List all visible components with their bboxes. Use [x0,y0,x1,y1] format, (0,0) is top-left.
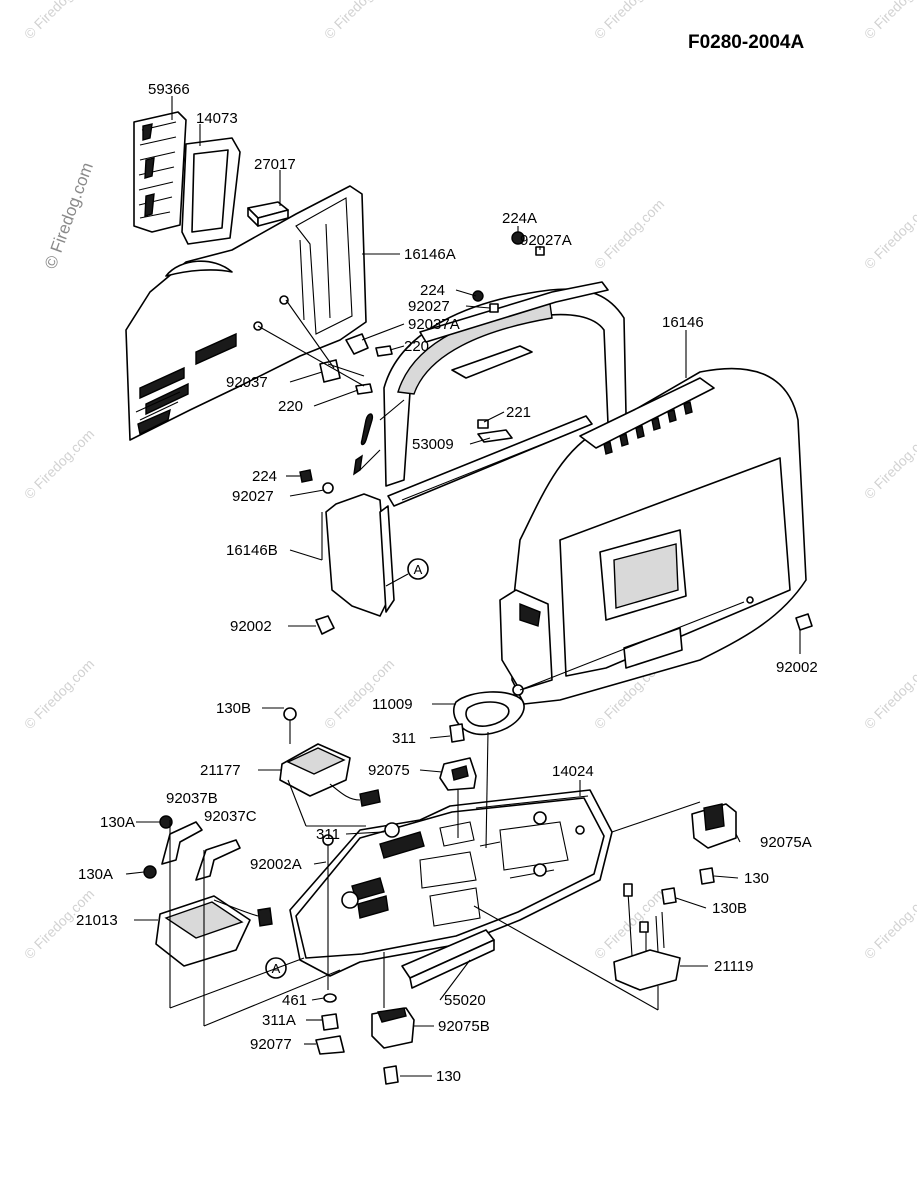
callout-a-upper: A [385,558,429,587]
watermark: © Firedog.com [591,196,667,272]
part-label-92075: 92075 [368,762,410,779]
watermark: © Firedog.com [861,886,917,962]
part-label-21177: 21177 [200,762,241,779]
part-label-92002A: 92002A [250,856,302,873]
part-label-92027A: 92027A [520,232,572,249]
watermark: © Firedog.com [591,886,667,962]
mount-92075A [691,803,737,885]
part-label-224: 224 [252,468,277,485]
watermark: © Firedog.com [321,0,397,42]
part-label-92075A: 92075A [760,834,812,851]
part-label-130B: 130B [216,700,251,717]
part-label-130: 130 [436,1068,461,1085]
part-label-92027: 92027 [232,488,274,505]
part-label-224A: 224A [502,210,537,227]
part-label-16146: 16146 [662,314,704,331]
side-cover-16146A [125,185,367,441]
nut-311-top [449,723,465,743]
part-labels: 59366 14073 27017 16146A 224A 92027A 224… [76,81,818,1085]
callout-marker: A [414,562,423,577]
part-label-27017: 27017 [254,156,296,173]
watermark: © Firedog.com [21,656,97,732]
diagram-code: F0280-2004A [688,32,804,53]
part-label-21013: 21013 [76,912,118,929]
mount-92075B [371,1007,415,1085]
part-label-55020: 55020 [444,992,486,1009]
part-label-14024: 14024 [552,763,594,780]
part-label-220: 220 [278,398,303,415]
part-label-92037: 92037 [226,374,268,391]
part-label-92037B: 92037B [166,790,218,807]
panel-16146B [325,415,593,617]
part-label-311: 311 [316,826,340,843]
watermark: © Firedog.com [21,0,97,42]
frame-handle [353,281,627,487]
part-label-53009: 53009 [412,436,454,453]
part-label-11009: 11009 [372,696,413,713]
part-label-221: 221 [506,404,531,421]
strip-55020 [401,929,495,989]
part-label-16146A: 16146A [404,246,456,263]
part-label-311A: 311A [262,1012,296,1029]
filter-element-59366 [133,111,187,233]
watermark: © Firedog.com [861,656,917,732]
watermark: © Firedog.com [861,0,917,42]
watermark: © Firedog.com [861,196,917,272]
part-label-92077: 92077 [250,1036,292,1053]
part-label-59366: 59366 [148,81,190,98]
watermark: © Firedog.com [591,0,667,42]
component-21119 [613,883,681,991]
watermark: © Firedog.com [21,426,97,502]
base-plate-14024 [289,789,613,977]
part-label-16146B: 16146B [226,542,278,559]
part-label-92037A: 92037A [408,316,460,333]
component-21177 [279,707,381,807]
part-label-92027: 92027 [408,298,450,315]
part-label-224: 224 [420,282,445,299]
brackets-92037 [143,815,241,881]
bottom-fasteners [315,822,400,1055]
part-label-311: 311 [392,730,416,747]
part-label-14073: 14073 [196,110,238,127]
part-label-130: 130 [744,870,769,887]
part-label-92075B: 92075B [438,1018,490,1035]
gasket-11009 [453,691,525,736]
leader-lines [125,96,801,1077]
part-label-92002: 92002 [776,659,818,676]
component-21013 [155,895,273,967]
mount-92075 [439,757,477,791]
part-label-92037C: 92037C [204,808,257,825]
front-cover-16146 [499,367,807,705]
part-label-130B: 130B [712,900,747,917]
part-label-220: 220 [404,338,429,355]
part-label-92002: 92002 [230,618,272,635]
watermark: © Firedog.com [861,426,917,502]
part-27017 [247,201,289,227]
part-label-461: 461 [282,992,307,1009]
watermark: © Firedog.com [41,160,97,271]
part-label-130A: 130A [78,866,113,883]
watermark: © Firedog.com [321,656,397,732]
part-label-130A: 130A [100,814,135,831]
filter-frame-14073 [181,137,241,245]
part-label-21119: 21119 [714,958,754,975]
